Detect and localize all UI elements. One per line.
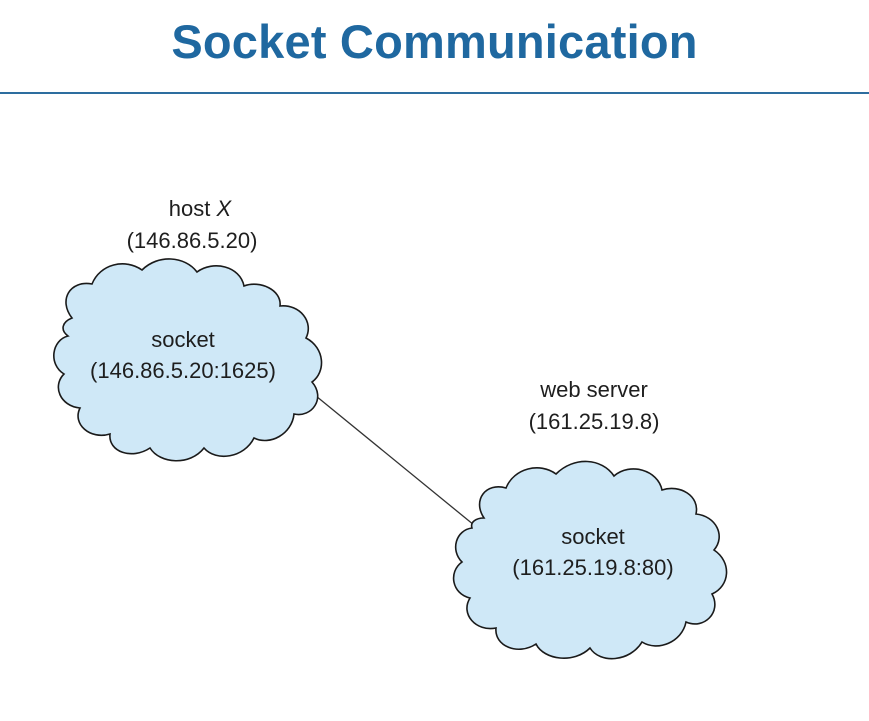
server-socket-label: socket bbox=[561, 524, 625, 549]
client-host-prefix: host bbox=[169, 196, 217, 221]
client-cloud bbox=[53, 258, 323, 462]
client-host-label: host X bbox=[169, 196, 233, 221]
server-host-label: web server bbox=[539, 377, 648, 402]
client-socket-label: socket bbox=[151, 327, 215, 352]
client-host-name: X bbox=[216, 196, 233, 221]
client-host-address: (146.86.5.20) bbox=[127, 228, 258, 253]
server-cloud bbox=[452, 460, 728, 660]
server-host-address: (161.25.19.8) bbox=[529, 409, 660, 434]
client-socket-address: (146.86.5.20:1625) bbox=[90, 358, 276, 383]
server-socket-address: (161.25.19.8:80) bbox=[512, 555, 673, 580]
slide-title: Socket Communication bbox=[171, 15, 698, 68]
title-divider bbox=[0, 92, 869, 94]
connection-line bbox=[315, 395, 486, 535]
